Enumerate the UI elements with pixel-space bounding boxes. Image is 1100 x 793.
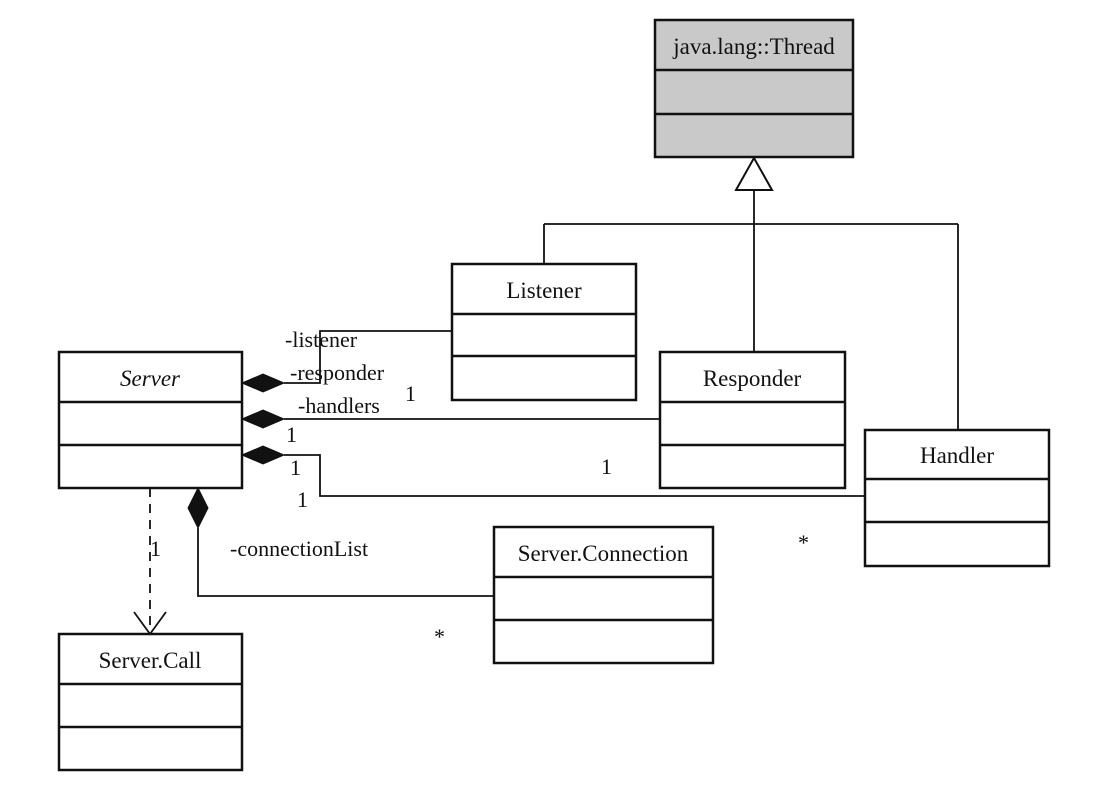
class-responder-name: Responder — [703, 366, 802, 391]
class-connection-name: Server.Connection — [518, 541, 689, 566]
multiplicity-server-handler-2: 1 — [297, 487, 308, 512]
class-server: Server — [57, 350, 244, 490]
composition-connection-line — [197, 528, 494, 597]
multiplicity-connection-end: * — [434, 624, 445, 649]
class-responder: Responder — [658, 350, 847, 490]
class-call-name: Server.Call — [99, 648, 202, 673]
multiplicity-call-end: 1 — [150, 536, 161, 561]
composition-listener-line — [284, 330, 452, 384]
multiplicity-server-handler: 1 — [290, 455, 301, 480]
class-thread-name: java.lang::Thread — [672, 34, 835, 59]
role-listener-label: -listener — [285, 327, 358, 352]
composition-listener-diamond — [240, 373, 286, 393]
composition-handler-diamond — [240, 445, 286, 465]
composition-responder-diamond — [240, 409, 286, 429]
class-listener-name: Listener — [506, 278, 582, 303]
class-server-connection: Server.Connection — [492, 525, 715, 665]
class-handler: Handler — [863, 428, 1051, 568]
multiplicity-listener: 1 — [405, 381, 416, 406]
class-server-name: Server — [120, 366, 181, 391]
role-handlers-label: -handlers — [298, 393, 380, 418]
composition-connection-diamond — [187, 486, 209, 530]
role-connection-list-label: -connectionList — [230, 536, 368, 561]
multiplicity-responder-end: 1 — [601, 454, 612, 479]
class-thread: java.lang::Thread — [653, 18, 855, 159]
multiplicity-handler-end: * — [798, 530, 809, 555]
role-responder-label: -responder — [290, 360, 385, 385]
dependency-call-arrowhead — [133, 611, 167, 636]
composition-handler-line — [284, 454, 865, 497]
generalization-lines — [543, 190, 959, 430]
generalization-arrowhead — [734, 155, 774, 191]
class-listener: Listener — [450, 262, 638, 402]
class-handler-name: Handler — [920, 443, 994, 468]
multiplicity-server-responder: 1 — [286, 422, 297, 447]
class-server-call: Server.Call — [57, 632, 244, 772]
